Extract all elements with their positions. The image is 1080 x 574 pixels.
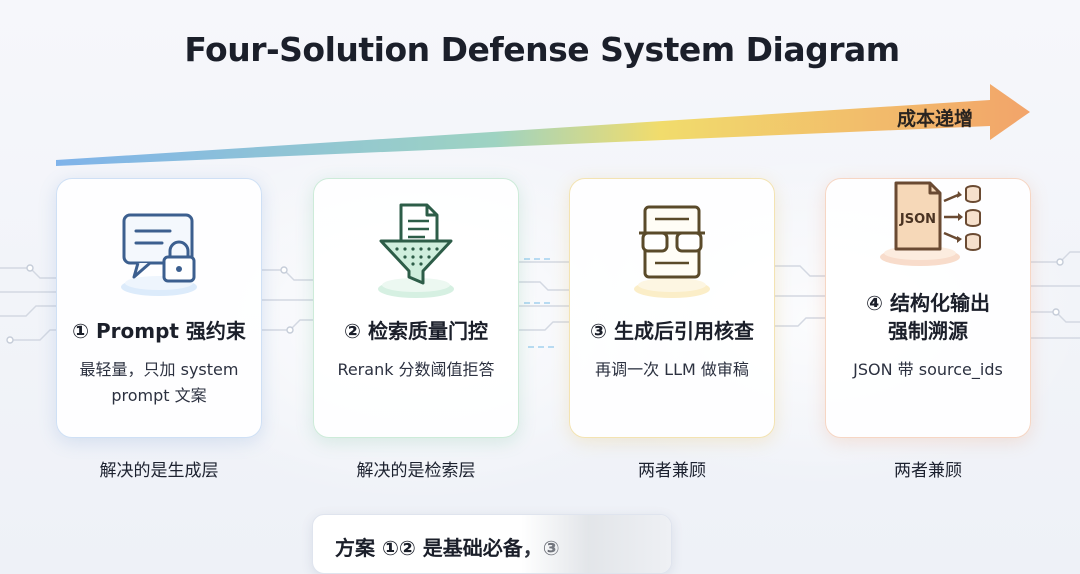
card-1-desc-line-2: prompt 文案 xyxy=(111,386,207,405)
solution-card-2: ② 检索质量门控 Rerank 分数阈值拒答 xyxy=(313,178,519,438)
card-2-desc-line-1: Rerank 分数阈值拒答 xyxy=(337,360,495,379)
card-1-description: 最轻量，只加 system prompt 文案 xyxy=(65,357,253,409)
cost-increase-label: 成本递增 xyxy=(897,108,974,130)
card-1-title: ① Prompt 强约束 xyxy=(72,319,246,343)
diagram-title: Four-Solution Defense System Diagram xyxy=(184,30,900,69)
reviewer-document-icon xyxy=(570,197,774,307)
card-3-desc-line-1: 再调一次 LLM 做审稿 xyxy=(595,360,749,379)
card-4-title-line-1: ④ 结构化输出 xyxy=(866,291,990,315)
card-2-description: Rerank 分数阈值拒答 xyxy=(322,357,510,383)
solution-card-1: ① Prompt 强约束 最轻量，只加 system prompt 文案 xyxy=(56,178,262,438)
json-database-icon: JSON xyxy=(826,179,1030,289)
chat-lock-icon xyxy=(57,197,261,307)
card-4-caption: 两者兼顾 xyxy=(894,461,962,481)
document-filter-icon xyxy=(314,197,518,307)
card-2-title: ② 检索质量门控 xyxy=(344,319,488,343)
bottom-note-fade xyxy=(521,515,671,573)
card-3-caption: 两者兼顾 xyxy=(638,461,706,481)
bottom-note-box: 方案 ①② 是基础必备，③ xyxy=(312,514,672,574)
card-2-caption: 解决的是检索层 xyxy=(356,461,476,481)
card-3-title: ③ 生成后引用核查 xyxy=(590,319,754,343)
card-3-description: 再调一次 LLM 做审稿 xyxy=(578,357,766,383)
solution-card-4: JSON ④ 结构化输出 强制溯源 JSON 带 source_ids xyxy=(825,178,1031,438)
json-icon-text: JSON xyxy=(899,212,936,227)
card-4-description: JSON 带 source_ids xyxy=(834,357,1022,383)
solution-card-3: ③ 生成后引用核查 再调一次 LLM 做审稿 xyxy=(569,178,775,438)
card-4-title: ④ 结构化输出 强制溯源 xyxy=(826,289,1030,345)
card-4-desc-line-1: JSON 带 source_ids xyxy=(853,360,1003,379)
card-4-title-line-2: 强制溯源 xyxy=(888,319,968,343)
card-1-desc-line-1: 最轻量，只加 system xyxy=(79,360,239,379)
card-1-caption: 解决的是生成层 xyxy=(99,461,219,481)
